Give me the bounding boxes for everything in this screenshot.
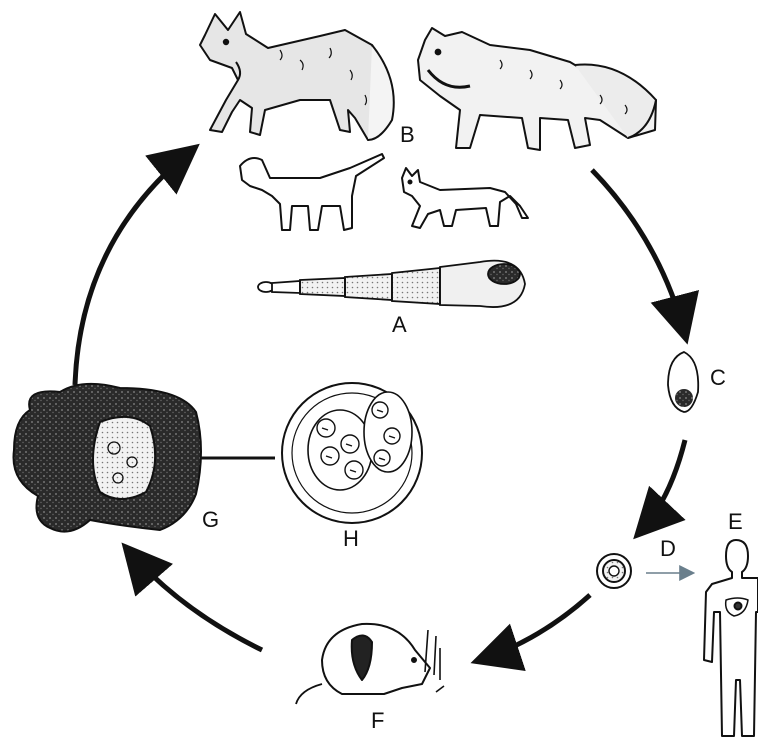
cycle-arrow-f-to-g — [128, 550, 262, 650]
label-d: D — [660, 536, 676, 561]
label-e: E — [728, 509, 743, 534]
human-icon — [704, 540, 758, 736]
liver-cyst-icon — [14, 384, 202, 532]
red-fox-icon — [200, 12, 394, 140]
hydatid-cyst-detail-icon — [282, 383, 422, 523]
rodent-icon — [296, 624, 444, 704]
dog-icon — [240, 154, 384, 230]
adult-tapeworm-icon — [258, 261, 525, 307]
egg-icon — [597, 554, 631, 588]
cycle-arrow-d-to-f — [480, 595, 590, 660]
label-f: F — [371, 708, 384, 733]
label-a: A — [392, 312, 407, 337]
cycle-arrow-g-to-b — [75, 150, 192, 385]
label-h: H — [343, 526, 359, 551]
cat-icon — [402, 168, 528, 228]
cycle-arrow-b-to-c — [592, 170, 685, 335]
label-c: C — [710, 365, 726, 390]
label-b: B — [400, 122, 415, 147]
cycle-arrow-c-to-d — [640, 440, 685, 532]
proglottid-icon — [668, 352, 698, 412]
label-g: G — [202, 507, 219, 532]
arctic-fox-icon — [418, 28, 656, 150]
